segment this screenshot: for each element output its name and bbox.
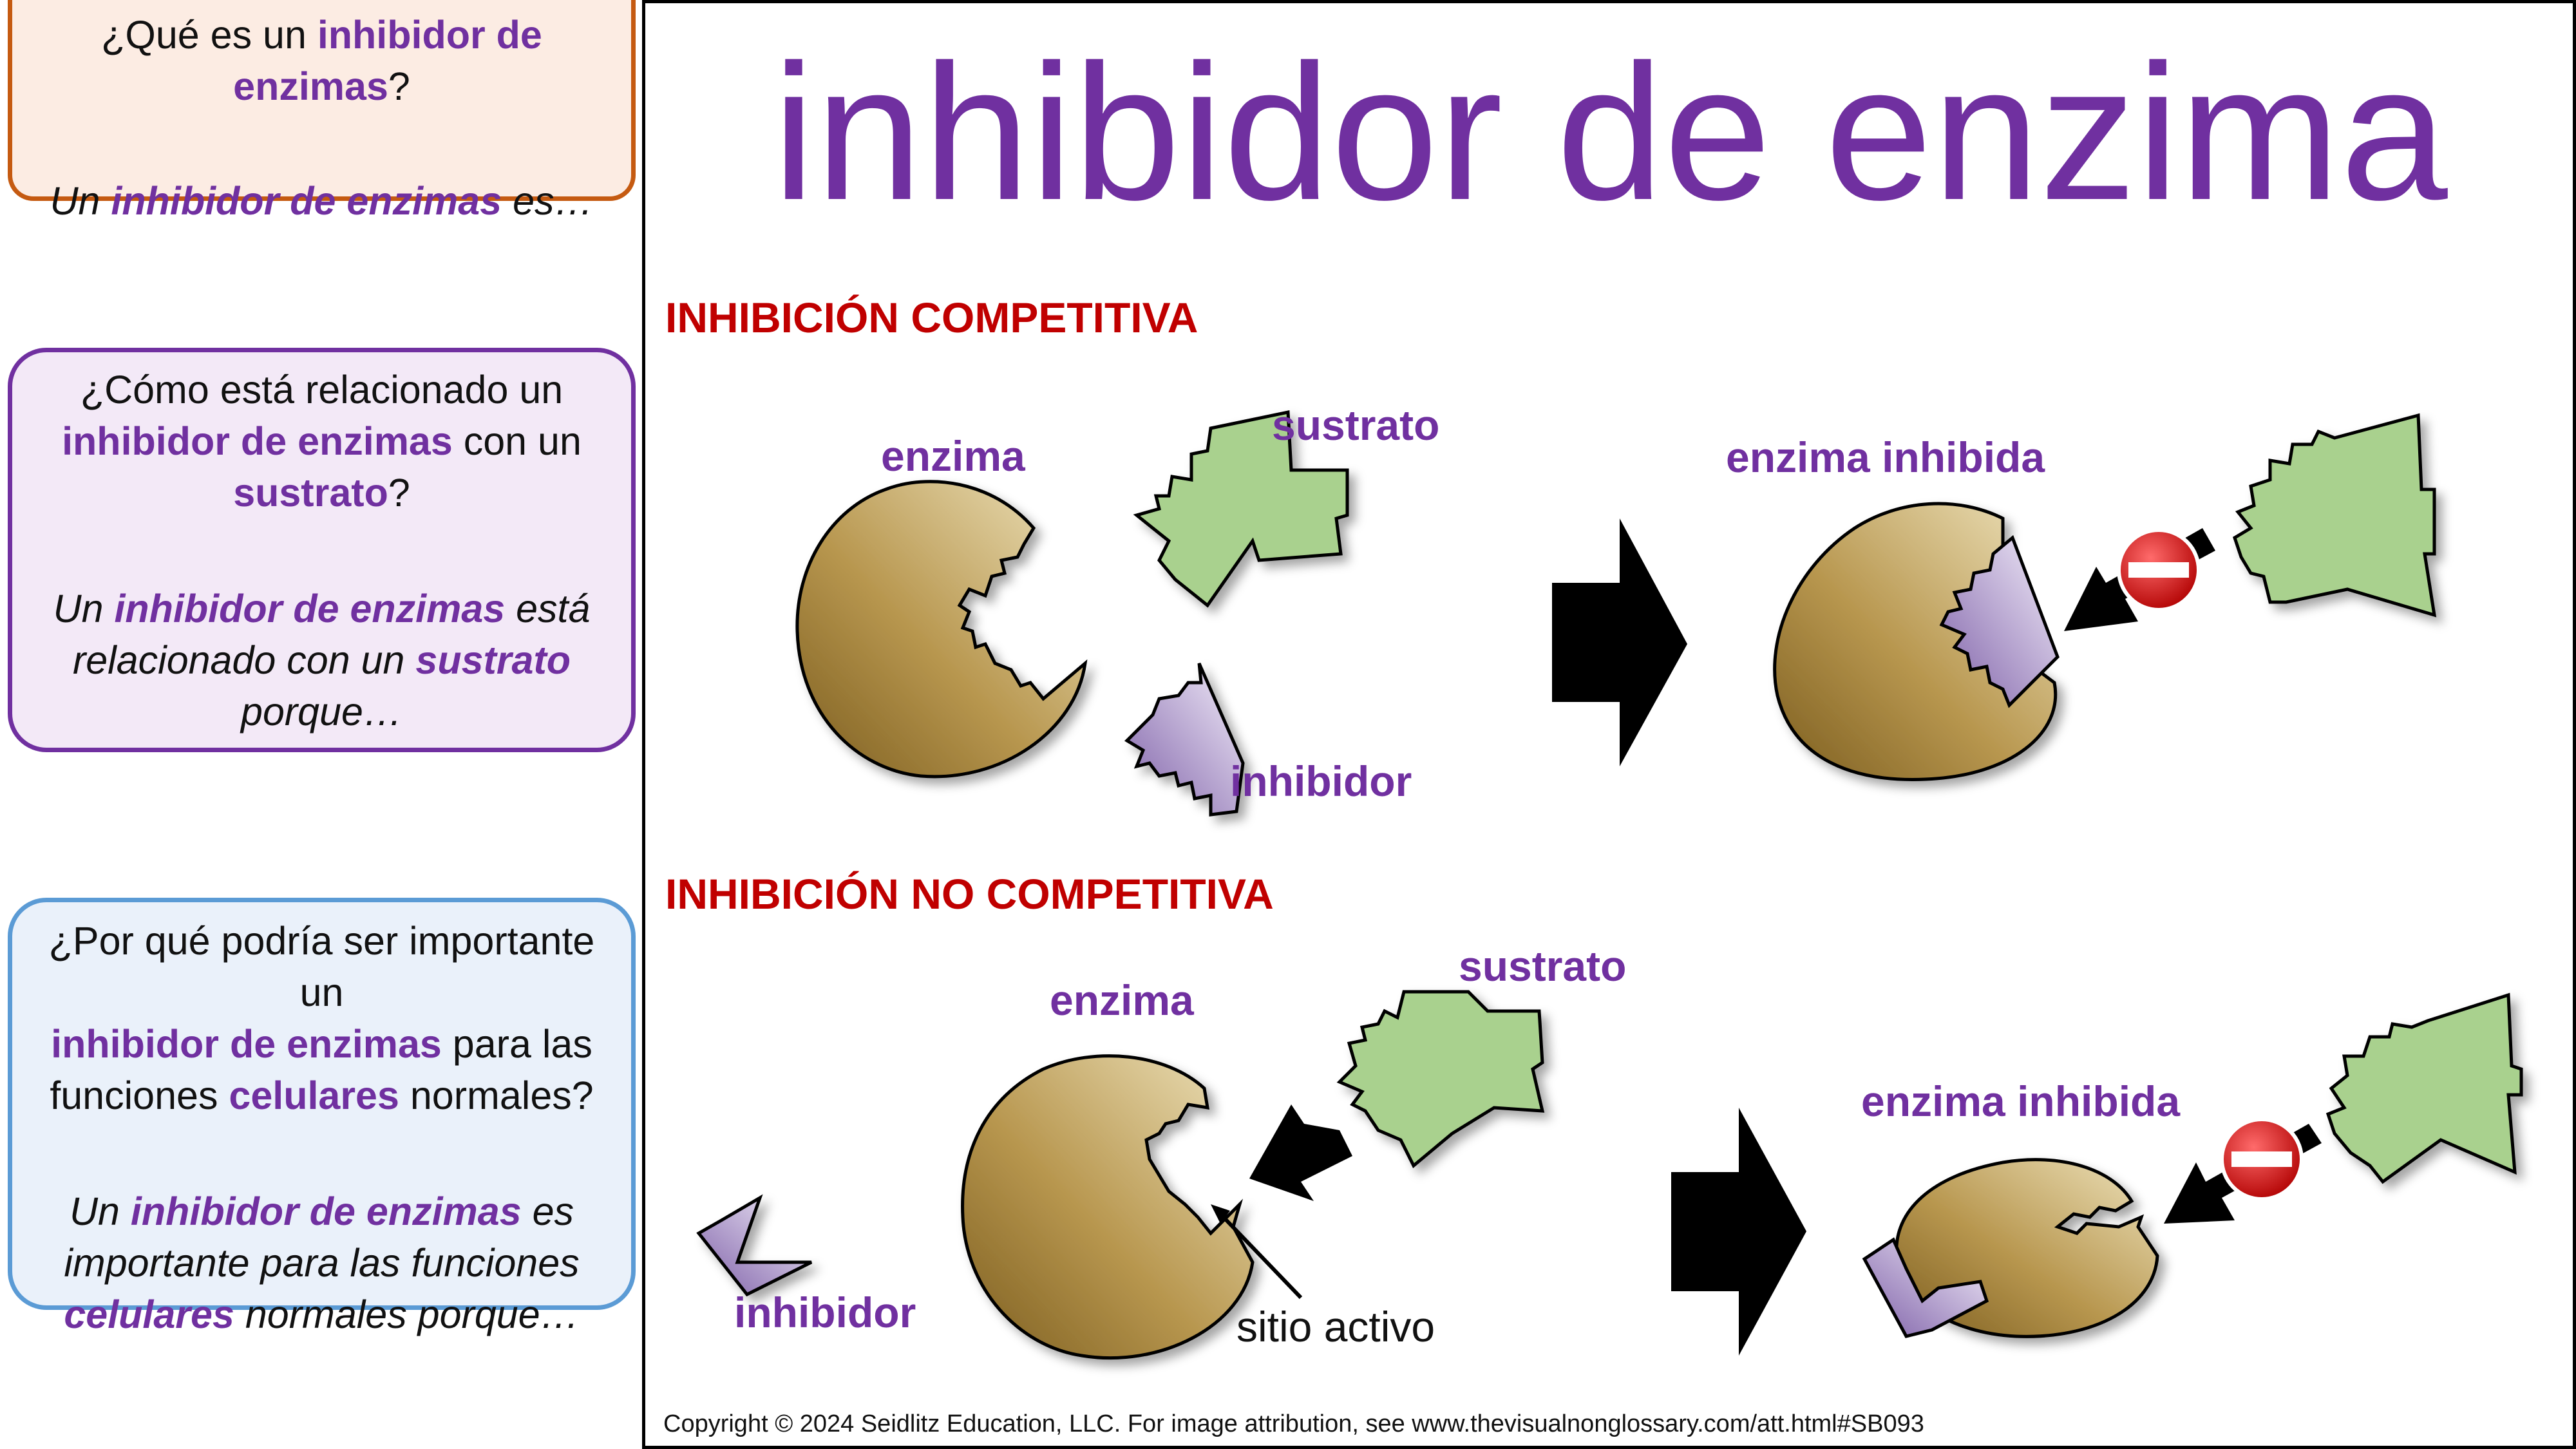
substrate-shape: [1133, 410, 1349, 608]
question-card-relation: ¿Cómo está relacionado un inhibidor de e…: [8, 348, 636, 752]
blocked-arrow-icon-2: [2164, 1117, 2322, 1224]
enzyme-shape-noncomp: [961, 1054, 1255, 1359]
active-site-label: sitio activo: [1236, 1303, 1435, 1350]
inhibitor-label: inhibidor: [1230, 757, 1412, 805]
card1-answer-stem: Un inhibidor de enzimas es…: [50, 179, 594, 223]
question-card-definition: ¿Qué es un inhibidor de enzimas? Un inhi…: [8, 0, 636, 223]
bound-inhibitor-shape: [1939, 535, 2060, 708]
card2-answer-stem: Un inhibidor de enzimas está relacionado…: [53, 587, 591, 734]
enzyme-shape: [795, 480, 1088, 779]
arrow-icon: [1249, 1104, 1352, 1201]
noncompetitive-heading: INHIBICIÓN NO COMPETITIVA: [665, 870, 1274, 918]
substrate-label: sustrato: [1272, 401, 1440, 449]
question-card-importance: ¿Por qué podría ser importante un inhibi…: [8, 898, 636, 1336]
inhibited-enzyme-label-noncomp: enzima inhibida: [1861, 1077, 2181, 1125]
enzyme-label-noncomp: enzima: [1050, 976, 1194, 1024]
card3-question: ¿Por qué podría ser importante un inhibi…: [48, 919, 595, 1117]
substrate-label-noncomp: sustrato: [1459, 942, 1627, 990]
inhibitor-shape: [1124, 662, 1245, 817]
card3-answer-stem: Un inhibidor de enzimas es importante pa…: [64, 1189, 580, 1336]
active-site-pointer: [1218, 1212, 1303, 1300]
substrate-shape-3: [1336, 990, 1545, 1168]
big-arrow-icon: [1552, 518, 1687, 766]
big-arrow-icon-2: [1671, 1108, 1806, 1356]
copyright-notice: Copyright © 2024 Seidlitz Education, LLC…: [663, 1410, 1924, 1437]
card2-question: ¿Cómo está relacionado un inhibidor de e…: [62, 368, 582, 515]
competitive-heading: INHIBICIÓN COMPETITIVA: [665, 294, 1198, 341]
inhibitor-label-noncomp: inhibidor: [734, 1289, 916, 1336]
main-panel: [642, 0, 2576, 1449]
blocked-arrow-icon: [2064, 528, 2215, 631]
enzyme-label: enzima: [881, 432, 1025, 480]
inhibitor-shape-noncomp: [696, 1194, 813, 1297]
card1-question: ¿Qué es un inhibidor de enzimas?: [101, 13, 542, 108]
page-title: inhibidor de enzima: [772, 24, 2448, 240]
inhibited-enzyme-label: enzima inhibida: [1726, 433, 2045, 481]
substrate-shape-4: [2325, 992, 2523, 1184]
substrate-shape-2: [2232, 413, 2437, 618]
bound-inhibitor-noncomp: [1862, 1237, 1989, 1338]
